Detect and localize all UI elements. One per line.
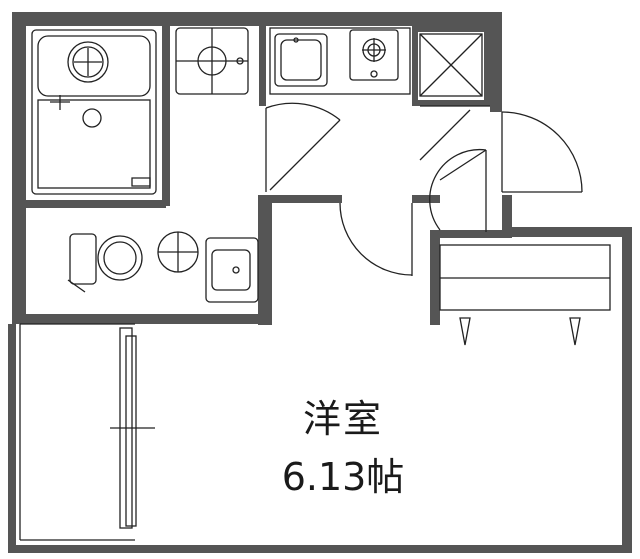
bathroom — [31, 29, 157, 195]
window-icon — [19, 323, 155, 541]
gas-stove-icon — [349, 29, 399, 81]
closet-icon — [439, 244, 611, 346]
room-size: 6.13帖 — [281, 455, 405, 499]
kitchen — [269, 27, 411, 95]
room-name: 洋室 — [302, 397, 383, 441]
sink-icon — [274, 33, 328, 87]
washbasin-icon — [157, 231, 259, 303]
washing-machine-icon — [175, 27, 249, 95]
door-icon — [265, 102, 583, 276]
bathtub-icon — [67, 41, 109, 83]
toilet-icon — [67, 233, 143, 293]
refrigerator-icon — [419, 33, 483, 97]
